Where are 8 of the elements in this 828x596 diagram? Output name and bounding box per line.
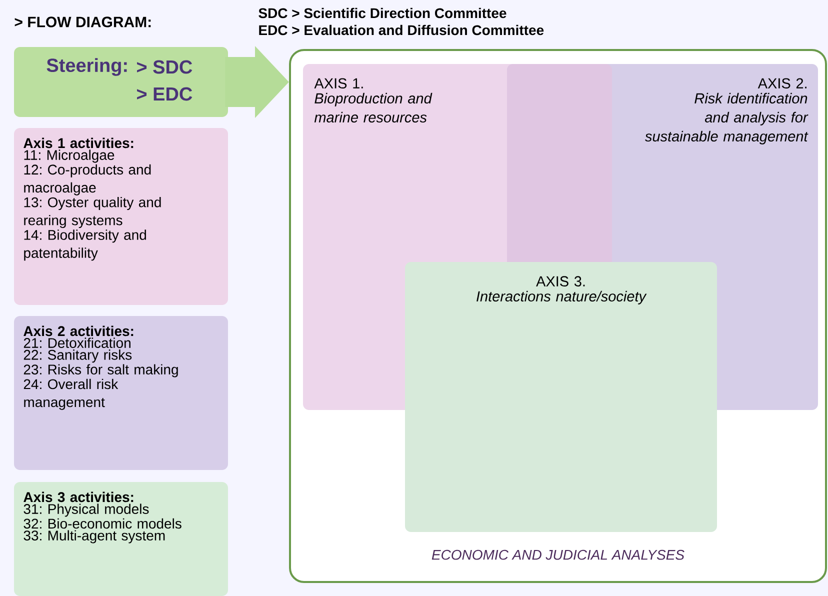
legend-text: SDC > Scientific Direction Committee (258, 8, 506, 18)
activity-box: Axis 2 activities: 21: Detoxification 22: Sanitary risks 23: Risks for salt making 24: Overall risk management (14, 316, 228, 470)
heading: > FLOW DIAGRAM: (14, 16, 151, 28)
axis-box: AXIS 3. Interactions nature/society (405, 262, 717, 532)
activity-box: Axis 3 activities: 31: Physical models 32: Bio-economic models 33: Multi-agent system (14, 482, 228, 596)
steering-box: Steering: > SDC > EDC (14, 47, 228, 117)
activity-box: Axis 1 activities: 11: Microalgae 12: Co-products and macroalgae 13: Oyster quality and rearing systems 14: Biodiversity and patentability (14, 128, 228, 305)
legend-text: EDC > Evaluation and Diffusion Committee (259, 24, 544, 36)
